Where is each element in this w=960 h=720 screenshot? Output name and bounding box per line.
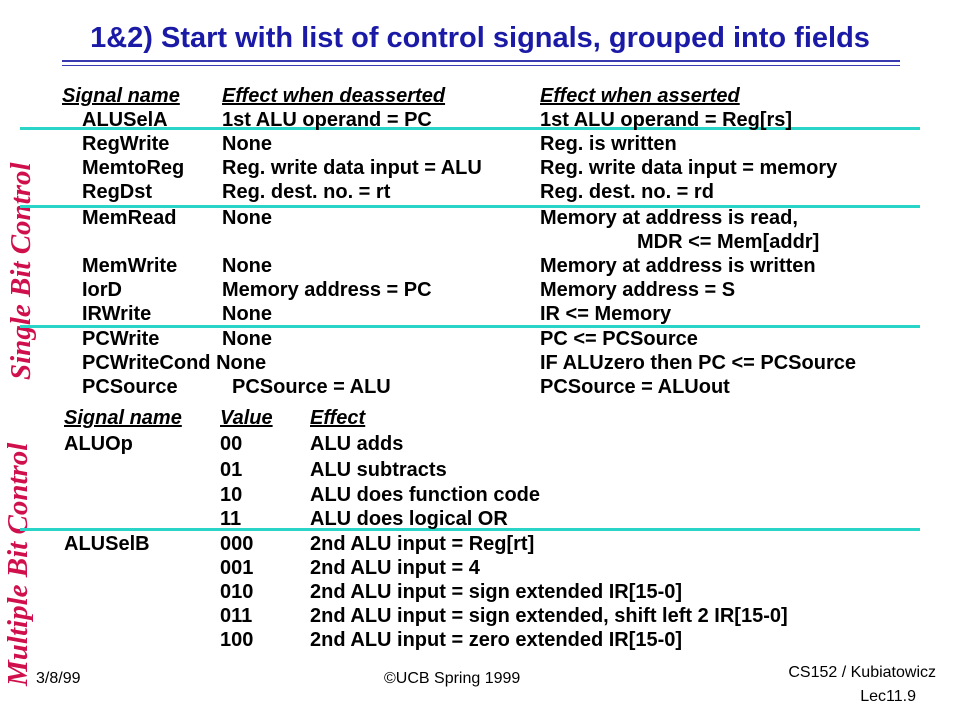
signal-name: IRWrite <box>82 303 152 325</box>
signal-name: ALUOp <box>64 433 133 455</box>
header-value: Value <box>220 407 273 429</box>
effect-asserted: IF ALUzero then PC <= PCSource <box>540 352 856 374</box>
signal-effect: ALU does function code <box>310 484 540 506</box>
effect-asserted: Reg. write data input = memory <box>540 157 838 179</box>
signal-name: PCSource <box>82 376 178 398</box>
signal-effect: 2nd ALU input = zero extended IR[15-0] <box>310 629 683 651</box>
signal-name: PCWriteCond None <box>82 352 267 374</box>
title-underline <box>62 60 900 62</box>
effect-asserted: PCSource = ALUout <box>540 376 730 398</box>
effect-asserted-continued: MDR <= Mem[addr] <box>637 231 820 253</box>
effect-deasserted: None <box>222 328 272 350</box>
single-bit-control-label: Single Bit Control <box>5 162 37 380</box>
effect-asserted: 1st ALU operand = Reg[rs] <box>540 109 793 131</box>
signal-name: PCWrite <box>82 328 160 350</box>
separator-line <box>20 205 920 208</box>
signal-value: 01 <box>220 459 243 481</box>
signal-name: ALUSelA <box>82 109 168 131</box>
separator-line <box>20 127 920 130</box>
signal-effect: ALU adds <box>310 433 404 455</box>
signal-value: 10 <box>220 484 243 506</box>
signal-name: RegWrite <box>82 133 170 155</box>
signal-name: ALUSelB <box>64 533 150 555</box>
signal-effect: 2nd ALU input = sign extended IR[15-0] <box>310 581 683 603</box>
signal-effect: 2nd ALU input = 4 <box>310 557 480 579</box>
separator-line <box>20 325 920 328</box>
signal-value: 001 <box>220 557 254 579</box>
signal-effect: 2nd ALU input = Reg[rt] <box>310 533 535 555</box>
footer-date: 3/8/99 <box>36 670 81 687</box>
header-effect-deasserted: Effect when deasserted <box>222 85 446 107</box>
signal-value: 011 <box>220 605 253 627</box>
effect-deasserted: Reg. write data input = ALU <box>222 157 482 179</box>
footer-course: CS152 / Kubiatowicz <box>788 664 936 681</box>
title-underline-thin <box>62 65 900 66</box>
effect-deasserted: None <box>222 207 272 229</box>
effect-deasserted: None <box>222 133 272 155</box>
signal-value: 100 <box>220 629 254 651</box>
effect-deasserted: Memory address = PC <box>222 279 432 301</box>
footer-copyright: ©UCB Spring 1999 <box>384 670 521 687</box>
signal-name: MemWrite <box>82 255 178 277</box>
signal-value: 000 <box>220 533 254 555</box>
signal-value: 010 <box>220 581 254 603</box>
signal-effect: ALU subtracts <box>310 459 447 481</box>
multiple-bit-control-label: Multiple Bit Control <box>2 442 34 686</box>
signal-effect: ALU does logical OR <box>310 508 508 530</box>
effect-deasserted: 1st ALU operand = PC <box>222 109 432 131</box>
signal-effect: 2nd ALU input = sign extended, shift lef… <box>310 605 788 627</box>
effect-deasserted: Reg. dest. no. = rt <box>222 181 391 203</box>
effect-asserted: Reg. dest. no. = rd <box>540 181 714 203</box>
effect-asserted: PC <= PCSource <box>540 328 698 350</box>
effect-deasserted: None <box>222 255 272 277</box>
effect-asserted: IR <= Memory <box>540 303 672 325</box>
signal-name: IorD <box>82 279 122 301</box>
effect-asserted: Memory at address is written <box>540 255 816 277</box>
effect-deasserted: None <box>222 303 272 325</box>
effect-asserted: Memory at address is read, <box>540 207 798 229</box>
header-effect-asserted: Effect when asserted <box>540 85 740 107</box>
effect-asserted: Reg. is written <box>540 133 677 155</box>
slide-title: 1&2) Start with list of control signals,… <box>90 22 870 54</box>
header-signal-name: Signal name <box>62 85 180 107</box>
signal-value: 11 <box>220 508 242 530</box>
header-signal-name: Signal name <box>64 407 182 429</box>
header-effect: Effect <box>310 407 366 429</box>
effect-deasserted: PCSource = ALU <box>232 376 391 398</box>
separator-line <box>20 528 920 531</box>
signal-name: MemtoReg <box>82 157 185 179</box>
signal-name: RegDst <box>82 181 153 203</box>
signal-value: 00 <box>220 433 243 455</box>
effect-asserted: Memory address = S <box>540 279 736 301</box>
footer-lecture: Lec11.9 <box>860 688 916 705</box>
signal-name: MemRead <box>82 207 177 229</box>
